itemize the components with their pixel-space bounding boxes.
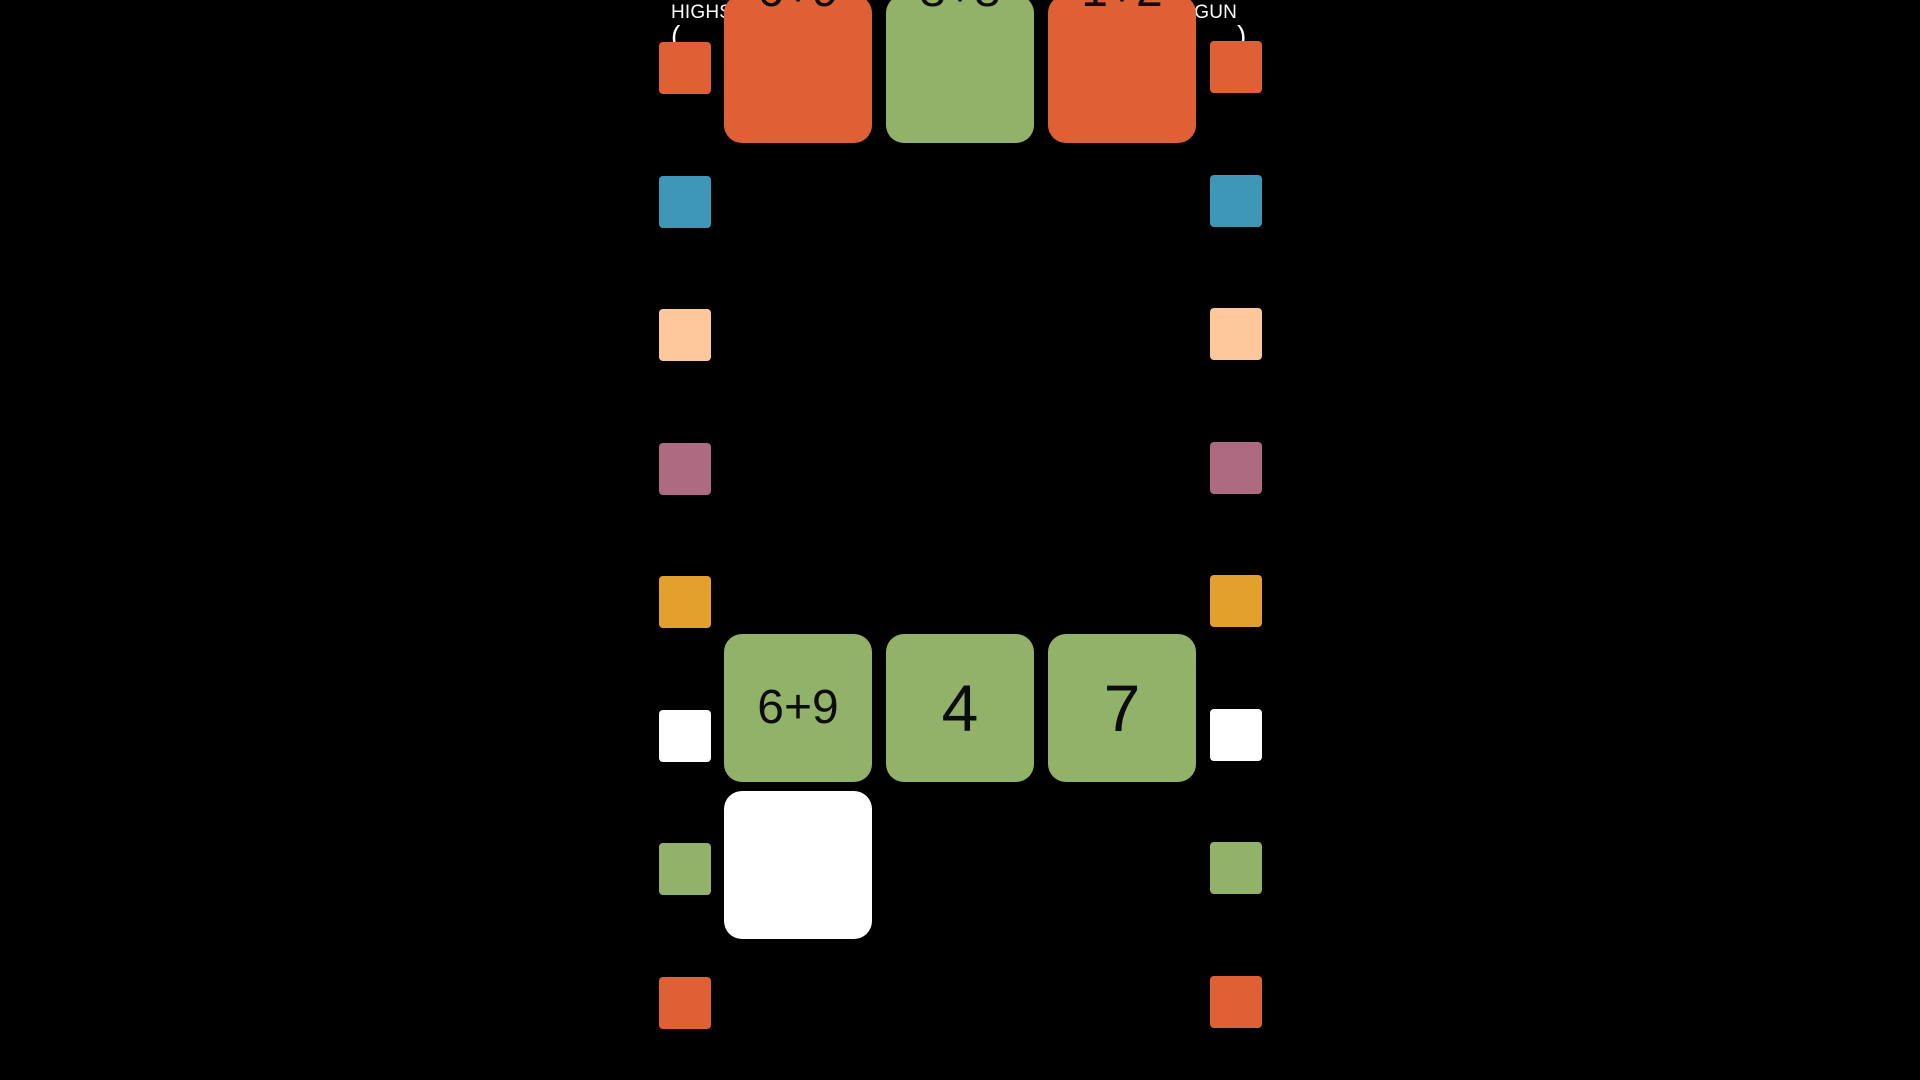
- left-color-square: [659, 576, 711, 628]
- player-tile[interactable]: 4: [886, 634, 1034, 782]
- right-color-square: [1210, 308, 1262, 360]
- mathgun-paren-close: ): [1237, 20, 1247, 51]
- left-color-square: [659, 843, 711, 895]
- tile-text: 1+2: [1081, 0, 1162, 15]
- right-color-square: [1210, 175, 1262, 227]
- selected-tile[interactable]: [724, 791, 872, 939]
- player-tile[interactable]: 6+9: [724, 634, 872, 782]
- left-color-square: [659, 443, 711, 495]
- left-color-square: [659, 176, 711, 228]
- falling-tile[interactable]: 8+8: [886, 0, 1034, 143]
- tile-text: 8+8: [919, 0, 1000, 15]
- player-tile[interactable]: 7: [1048, 634, 1196, 782]
- left-color-square: [659, 309, 711, 361]
- right-color-square: [1210, 41, 1262, 93]
- right-color-square: [1210, 709, 1262, 761]
- left-color-square: [659, 42, 711, 94]
- falling-tile[interactable]: 1+2: [1048, 0, 1196, 143]
- right-color-square: [1210, 842, 1262, 894]
- tile-text: 6+9: [757, 0, 838, 15]
- tile-text: 7: [1103, 671, 1141, 745]
- right-color-square: [1210, 575, 1262, 627]
- falling-tile[interactable]: 6+9: [724, 0, 872, 143]
- tile-text: 6+9: [757, 681, 839, 734]
- highscore-paren-open: (: [671, 20, 681, 51]
- right-color-square: [1210, 442, 1262, 494]
- left-color-square: [659, 977, 711, 1029]
- tile-text: 4: [941, 671, 979, 745]
- right-color-square: [1210, 976, 1262, 1028]
- left-color-square: [659, 710, 711, 762]
